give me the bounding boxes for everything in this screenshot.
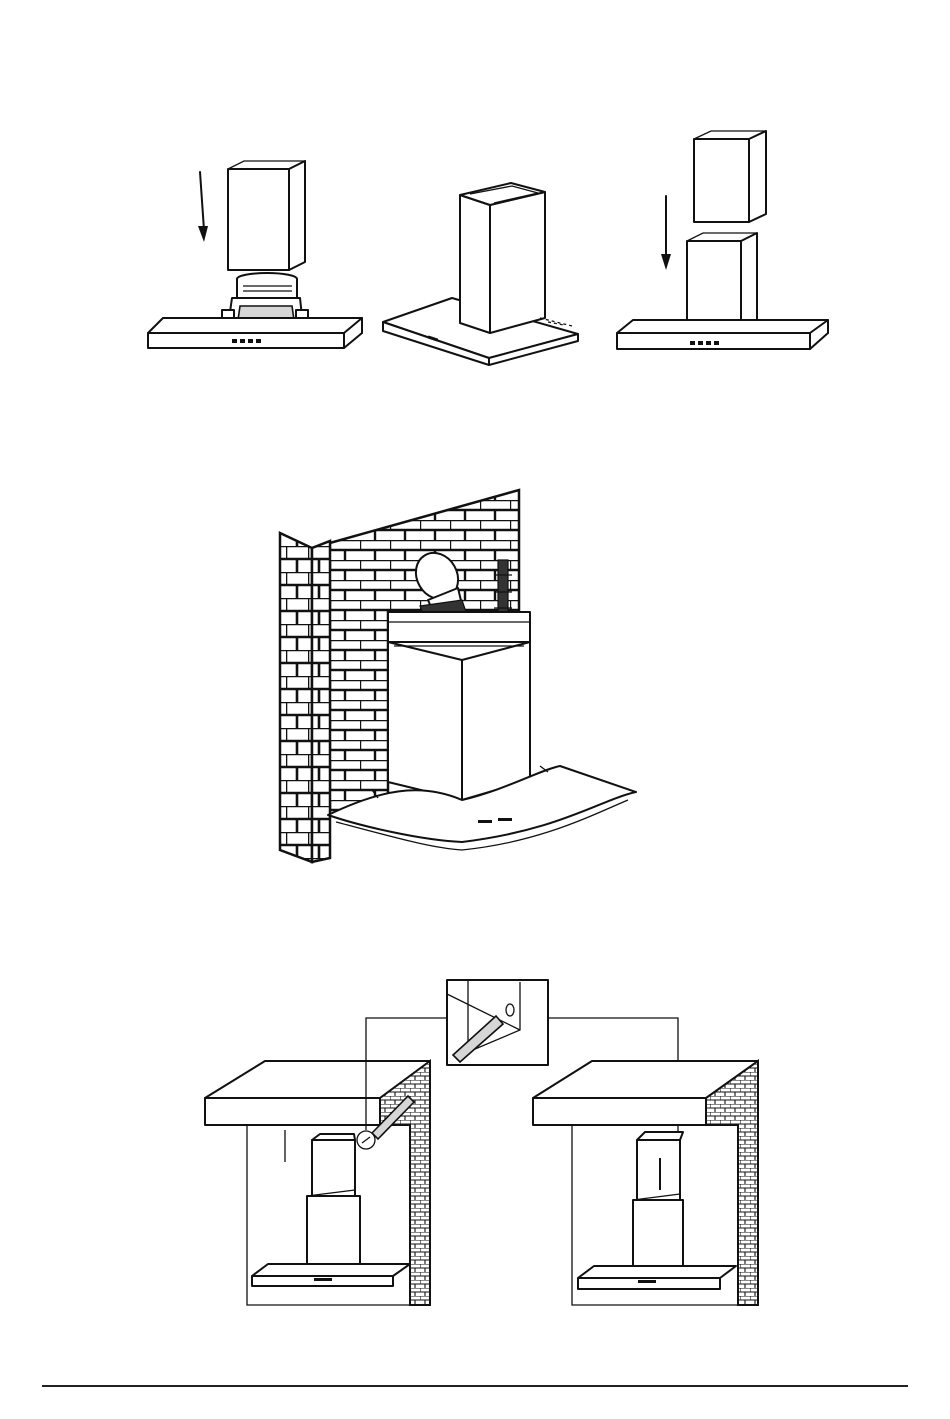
side-brick-wall [280, 533, 330, 862]
brick-wall-figure [280, 490, 636, 862]
chimney-cover [307, 1134, 360, 1270]
chimney-section [228, 161, 305, 270]
ceiling-mount-after-figure [533, 1061, 758, 1305]
chimney-section [460, 183, 572, 333]
arrow-down-icon [661, 196, 671, 270]
hood-canopy [252, 1264, 410, 1286]
hood-canopy [617, 320, 828, 349]
lower-chimney-section [687, 233, 757, 332]
step-3-figure [617, 131, 828, 349]
upper-chimney-section [694, 131, 766, 222]
hood-canopy [578, 1266, 736, 1289]
step-2-figure [383, 183, 578, 365]
chimney-cover [388, 612, 530, 800]
hood-canopy [148, 318, 362, 348]
chimney-cover [633, 1132, 683, 1270]
arrow-down-icon [198, 172, 208, 242]
ceiling-mount-before-figure [205, 1061, 430, 1305]
step-1-figure [148, 161, 362, 348]
